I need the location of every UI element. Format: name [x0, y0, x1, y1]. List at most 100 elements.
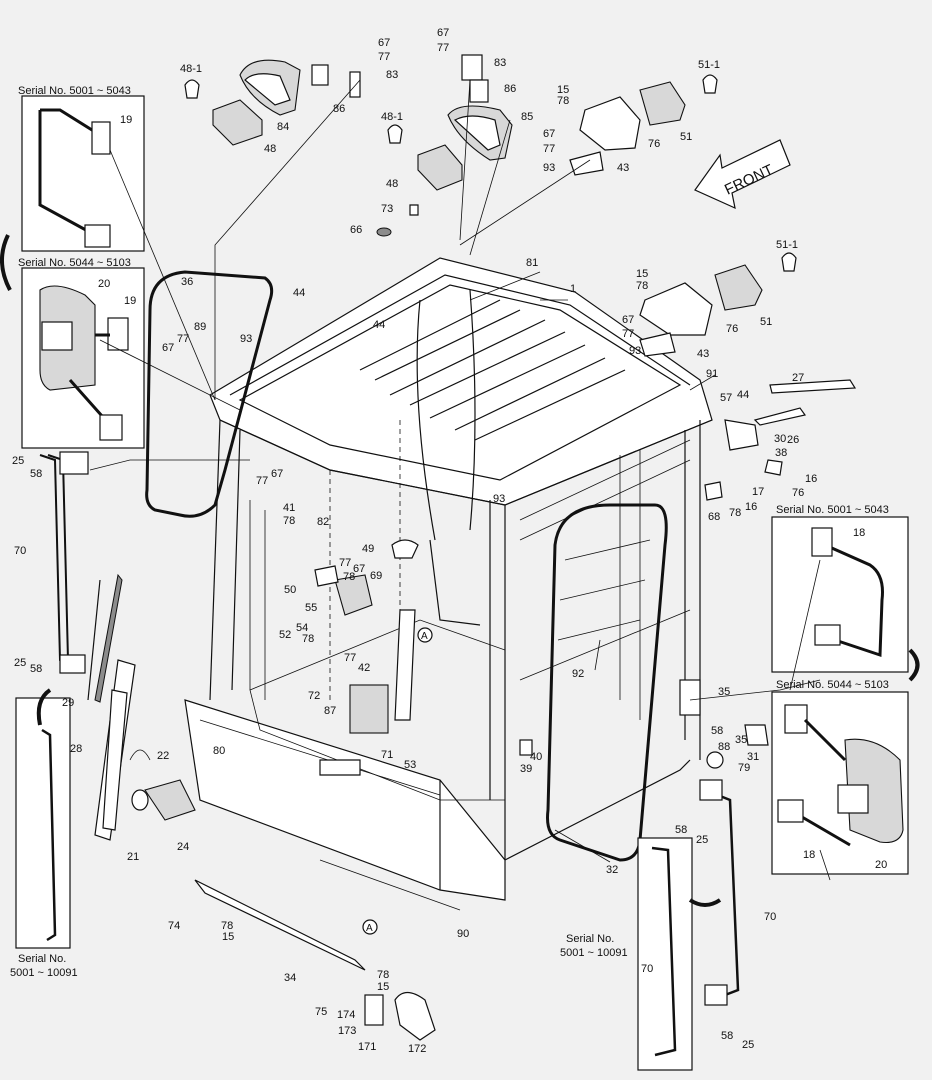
callout: 30: [774, 433, 786, 445]
callout: 77: [378, 51, 390, 63]
callout: 58: [711, 725, 723, 737]
callout: 15: [377, 981, 389, 993]
callout: 77: [344, 652, 356, 664]
leader-lines: [89, 79, 831, 911]
callout: 67: [622, 314, 634, 326]
wiper-arm-28: [94, 659, 136, 841]
callout: 78: [729, 507, 741, 519]
callout: 82: [317, 516, 329, 528]
serial-box-tl2-label: Serial No. 5044 ~ 5103: [18, 257, 131, 269]
callout: 67: [378, 37, 390, 49]
inset-grab-bar-mid: Serial No. 5001 ~ 10091: [560, 837, 693, 1071]
callout: 93: [629, 345, 641, 357]
callout: 48: [264, 143, 276, 155]
callout: 51: [680, 131, 692, 143]
grab-bar-70-right: [699, 779, 740, 1006]
callout: 1: [570, 283, 576, 295]
callout: 19: [124, 295, 136, 307]
callout: 44: [737, 389, 749, 401]
callout: 58: [30, 468, 42, 480]
callout: 52: [279, 629, 291, 641]
callout: 31: [747, 751, 759, 763]
callout: 74: [168, 920, 180, 932]
cab-assembly: [184, 257, 713, 901]
inset-grab-bar-left: Serial No. 5001 ~ 10091: [10, 697, 78, 979]
callout: 93: [240, 333, 252, 345]
callout: 25: [12, 455, 24, 467]
callout: 79: [738, 762, 750, 774]
callout: 77: [543, 143, 555, 155]
wiper-motor-24: [129, 749, 196, 821]
callout: 15: [636, 268, 648, 280]
callout: 44: [293, 287, 305, 299]
callout: 171: [358, 1041, 376, 1053]
callout: 77: [622, 328, 634, 340]
callout: 78: [283, 515, 295, 527]
callout: 15: [557, 84, 569, 96]
callout: 25: [696, 834, 708, 846]
callout: 35: [718, 686, 730, 698]
front-arrow: FRONT: [694, 139, 791, 210]
callout: 18: [853, 527, 865, 539]
callout: 43: [617, 162, 629, 174]
serial-box-bm-line1: Serial No.: [566, 933, 614, 945]
callout: 48-1: [381, 111, 403, 123]
callout: 51-1: [776, 239, 798, 251]
lamp-85-group: [376, 54, 513, 237]
inset-mirror-4: Serial No. 5044 ~ 5103: [771, 679, 909, 875]
callout: 53: [404, 759, 416, 771]
callout: 20: [875, 859, 887, 871]
lamp-51-mid: [639, 252, 797, 357]
wiper-blade-29: [87, 573, 123, 703]
callout: 67: [271, 468, 283, 480]
callout: 28: [70, 743, 82, 755]
callout: 77: [437, 42, 449, 54]
callout: 70: [14, 545, 26, 557]
callout: 67: [437, 27, 449, 39]
callout: 92: [572, 668, 584, 680]
callout: 68: [708, 511, 720, 523]
callout: 78: [343, 571, 355, 583]
callout: 51-1: [698, 59, 720, 71]
callout: 80: [213, 745, 225, 757]
callout: 67: [162, 342, 174, 354]
callout: 93: [543, 162, 555, 174]
callout: 70: [641, 963, 653, 975]
serial-box-r1-label: Serial No. 5001 ~ 5043: [776, 504, 889, 516]
serial-box-tl1-label: Serial No. 5001 ~ 5043: [18, 85, 131, 97]
callout: 48-1: [180, 63, 202, 75]
callout: 75: [315, 1006, 327, 1018]
arrow-right: [908, 648, 920, 682]
misc-parts: [194, 379, 857, 1041]
callout: 16: [745, 501, 757, 513]
callout: 40: [530, 751, 542, 763]
callout: 57: [720, 392, 732, 404]
callout: 38: [775, 447, 787, 459]
callout: 22: [157, 750, 169, 762]
callout: 58: [721, 1030, 733, 1042]
callout: 173: [338, 1025, 356, 1037]
detail-marker-a-2: A: [366, 923, 373, 934]
callout: 55: [305, 602, 317, 614]
callout: 69: [370, 570, 382, 582]
callout: 83: [386, 69, 398, 81]
arrow-bottom: [688, 898, 722, 907]
serial-box-bl-line2: 5001 ~ 10091: [10, 967, 78, 979]
callout: 21: [127, 851, 139, 863]
callout: 18: [803, 849, 815, 861]
callout: 90: [457, 928, 469, 940]
callout: 26: [787, 434, 799, 446]
callout: 54: [296, 622, 308, 634]
serial-box-bl-line1: Serial No.: [18, 953, 66, 965]
callout: 29: [62, 697, 74, 709]
callout: 25: [742, 1039, 754, 1051]
callout: 36: [181, 276, 193, 288]
detail-marker-a-1: A: [421, 631, 428, 642]
callout: 87: [324, 705, 336, 717]
callout: 50: [284, 584, 296, 596]
callout: 58: [675, 824, 687, 836]
callout: 78: [302, 633, 314, 645]
inset-mirror-2: Serial No. 5044 ~ 5103: [18, 257, 145, 449]
callout: 88: [718, 741, 730, 753]
